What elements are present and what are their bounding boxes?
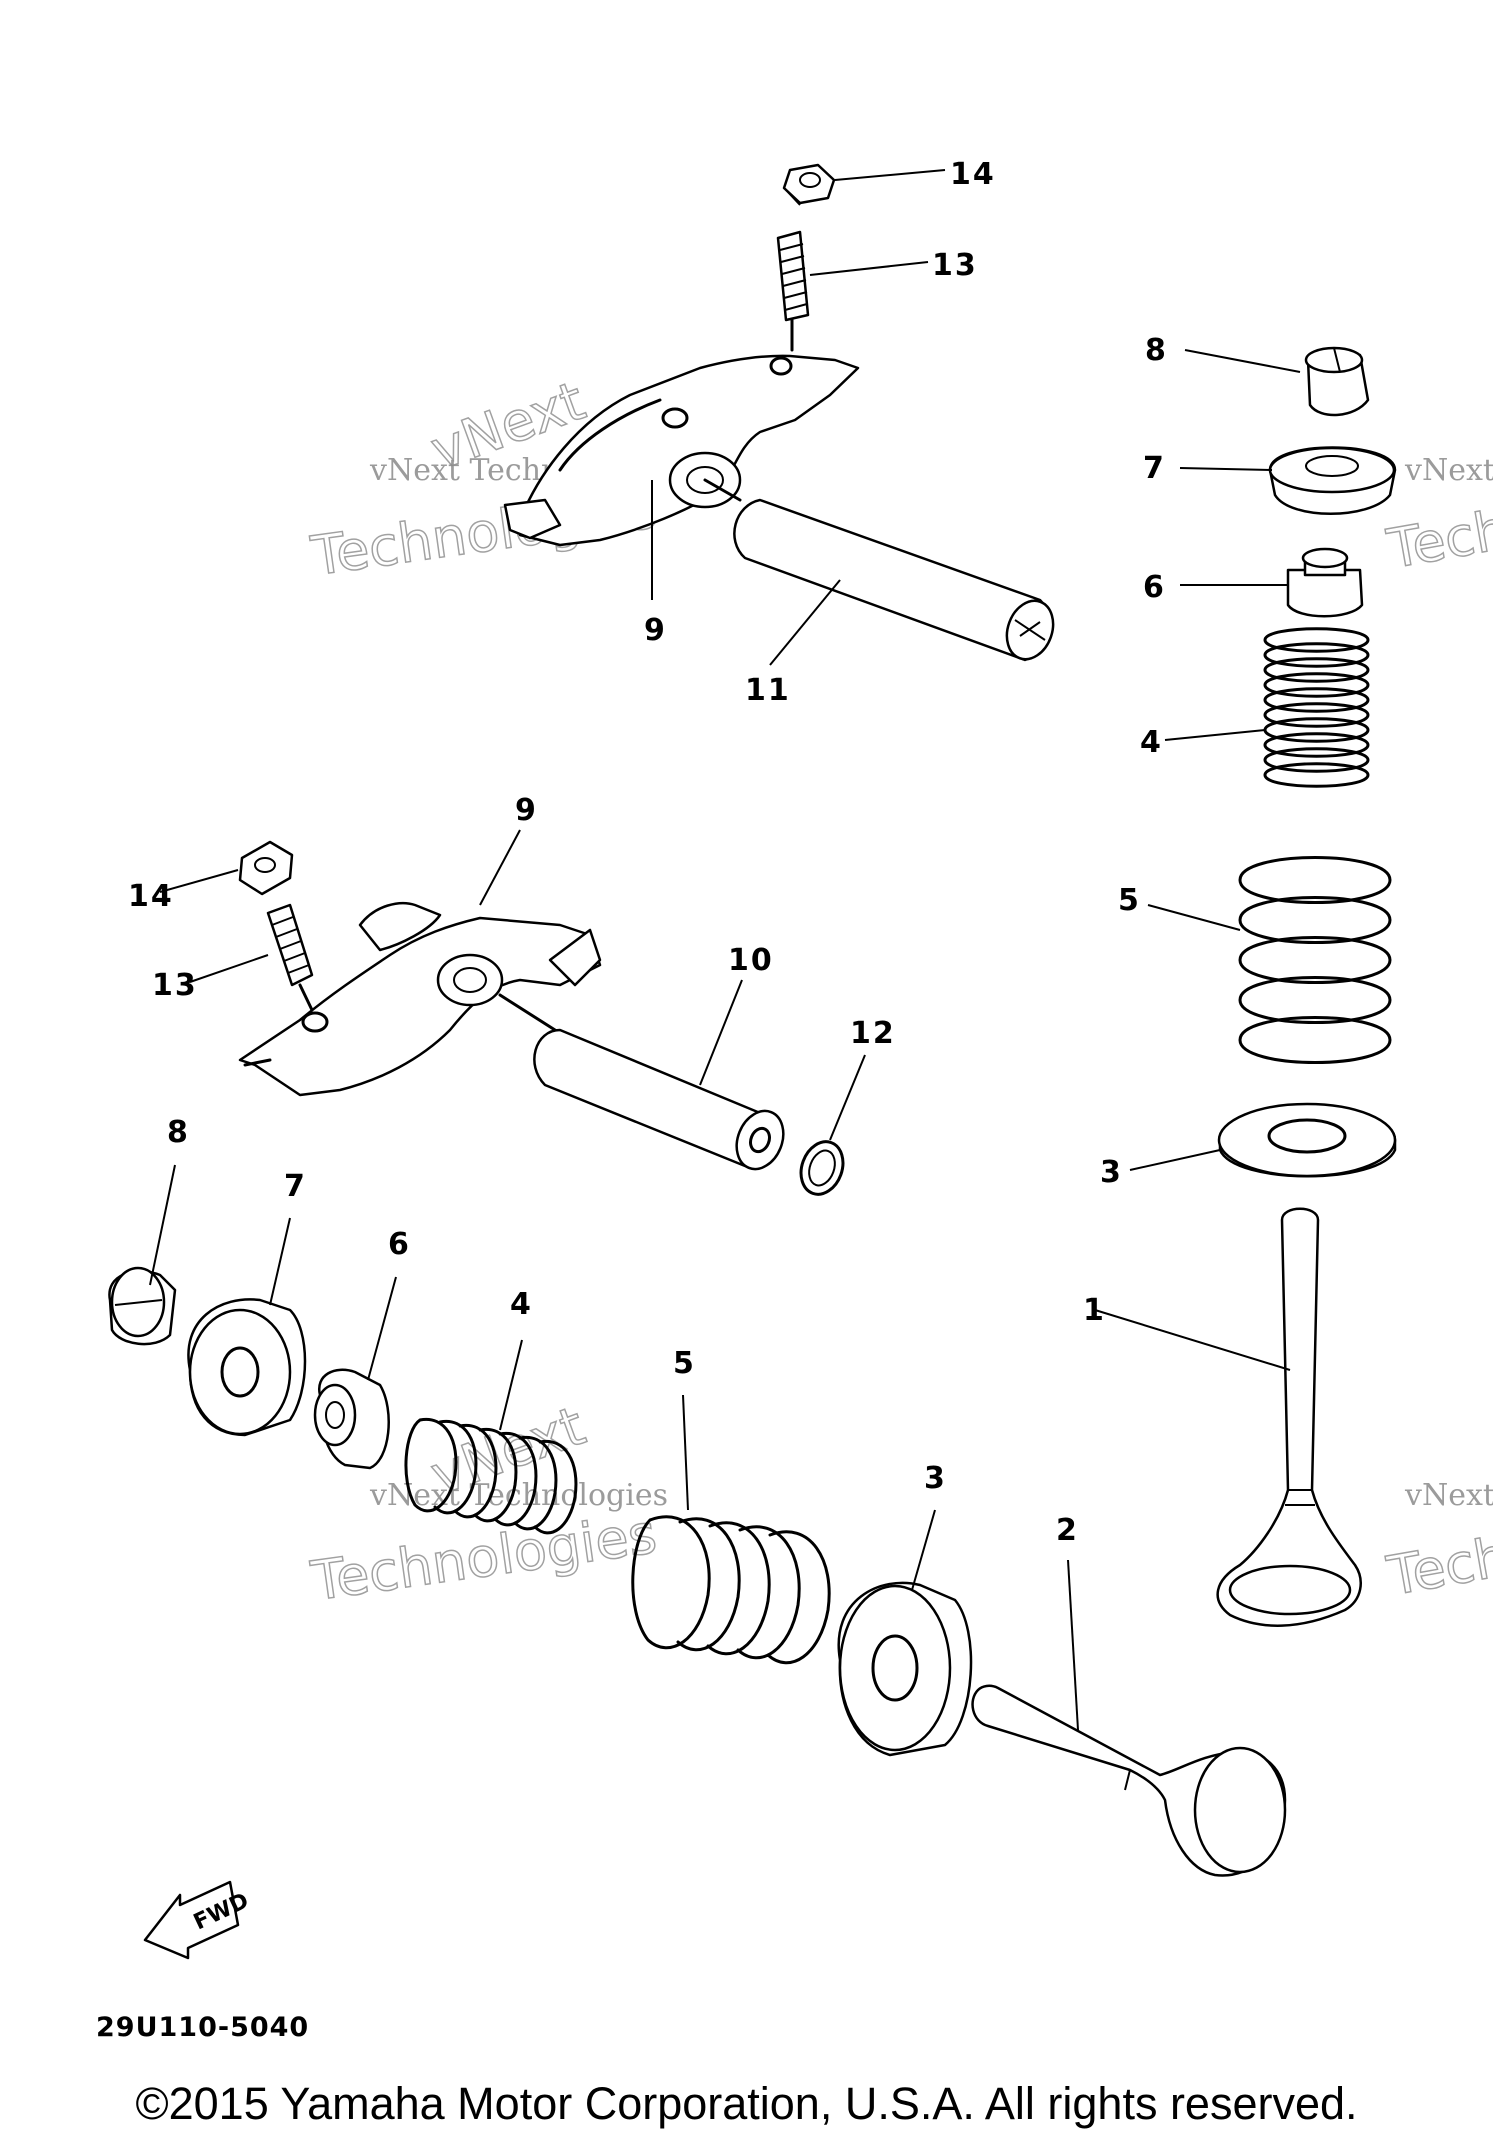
part-label-9: 9 bbox=[515, 793, 538, 828]
watermark-text: Tech bbox=[1382, 498, 1493, 581]
watermark-text: vNext bbox=[1404, 1478, 1493, 1513]
part-label-13: 13 bbox=[152, 968, 198, 1003]
part-label-14: 14 bbox=[128, 879, 174, 914]
part-label-1: 1 bbox=[1083, 1293, 1106, 1328]
spring-retainer bbox=[1268, 446, 1397, 515]
watermark-text: Technologies bbox=[307, 1502, 660, 1613]
spring-retainer bbox=[187, 1298, 307, 1437]
valve-stem-seal bbox=[313, 1368, 390, 1470]
forward-arrow-icon: FWD bbox=[143, 1880, 253, 1960]
part-label-10: 10 bbox=[728, 943, 774, 978]
part-label-6: 6 bbox=[388, 1227, 411, 1262]
part-label-12: 12 bbox=[850, 1016, 896, 1051]
part-labels: 14 13 9 11 8 7 6 4 5 3 1 14 13 9 10 12 8… bbox=[128, 157, 1168, 1548]
watermark-text: vNext bbox=[1404, 453, 1493, 488]
diagram-code: 29U110-5040 bbox=[96, 2012, 310, 2043]
part-label-3: 3 bbox=[1100, 1155, 1123, 1190]
part-label-7: 7 bbox=[1143, 451, 1166, 486]
outer-valve-spring bbox=[631, 1515, 831, 1665]
valve-keeper bbox=[108, 1266, 177, 1346]
part-label-2: 2 bbox=[1056, 1513, 1079, 1548]
part-label-5: 5 bbox=[673, 1346, 696, 1381]
part-label-13: 13 bbox=[932, 248, 978, 283]
watermark-text: Tech bbox=[1382, 1525, 1493, 1608]
outer-valve-spring bbox=[1238, 856, 1392, 1064]
valve bbox=[1216, 1207, 1362, 1627]
part-label-11: 11 bbox=[745, 673, 791, 708]
rocker-shaft bbox=[703, 478, 1055, 662]
rocker-shaft bbox=[498, 993, 785, 1171]
inner-valve-spring bbox=[1263, 627, 1370, 788]
copyright-notice: ©2015 Yamaha Motor Corporation, U.S.A. A… bbox=[135, 2078, 1358, 2129]
spring-seat bbox=[1217, 1102, 1397, 1178]
part-label-14: 14 bbox=[950, 157, 996, 192]
part-label-8: 8 bbox=[1145, 333, 1168, 368]
part-label-4: 4 bbox=[510, 1287, 533, 1322]
part-label-4: 4 bbox=[1140, 725, 1163, 760]
part-label-8: 8 bbox=[167, 1115, 190, 1150]
adjusting-screw bbox=[266, 903, 314, 1012]
hex-nut bbox=[782, 163, 836, 206]
part-label-3: 3 bbox=[924, 1461, 947, 1496]
rocker-arm bbox=[238, 901, 602, 1097]
adjusting-screw bbox=[776, 230, 810, 352]
part-label-7: 7 bbox=[284, 1169, 307, 1204]
valve-stem-seal bbox=[1286, 547, 1364, 618]
part-label-9: 9 bbox=[644, 613, 667, 648]
part-label-6: 6 bbox=[1143, 570, 1166, 605]
inner-valve-spring bbox=[404, 1417, 578, 1535]
leader-lines bbox=[149, 169, 1301, 1731]
hex-nut bbox=[238, 840, 294, 896]
valve-keeper bbox=[1304, 346, 1370, 417]
o-ring bbox=[799, 1140, 845, 1196]
part-label-5: 5 bbox=[1118, 883, 1141, 918]
spring-seat bbox=[837, 1581, 973, 1757]
valve bbox=[971, 1684, 1287, 1877]
